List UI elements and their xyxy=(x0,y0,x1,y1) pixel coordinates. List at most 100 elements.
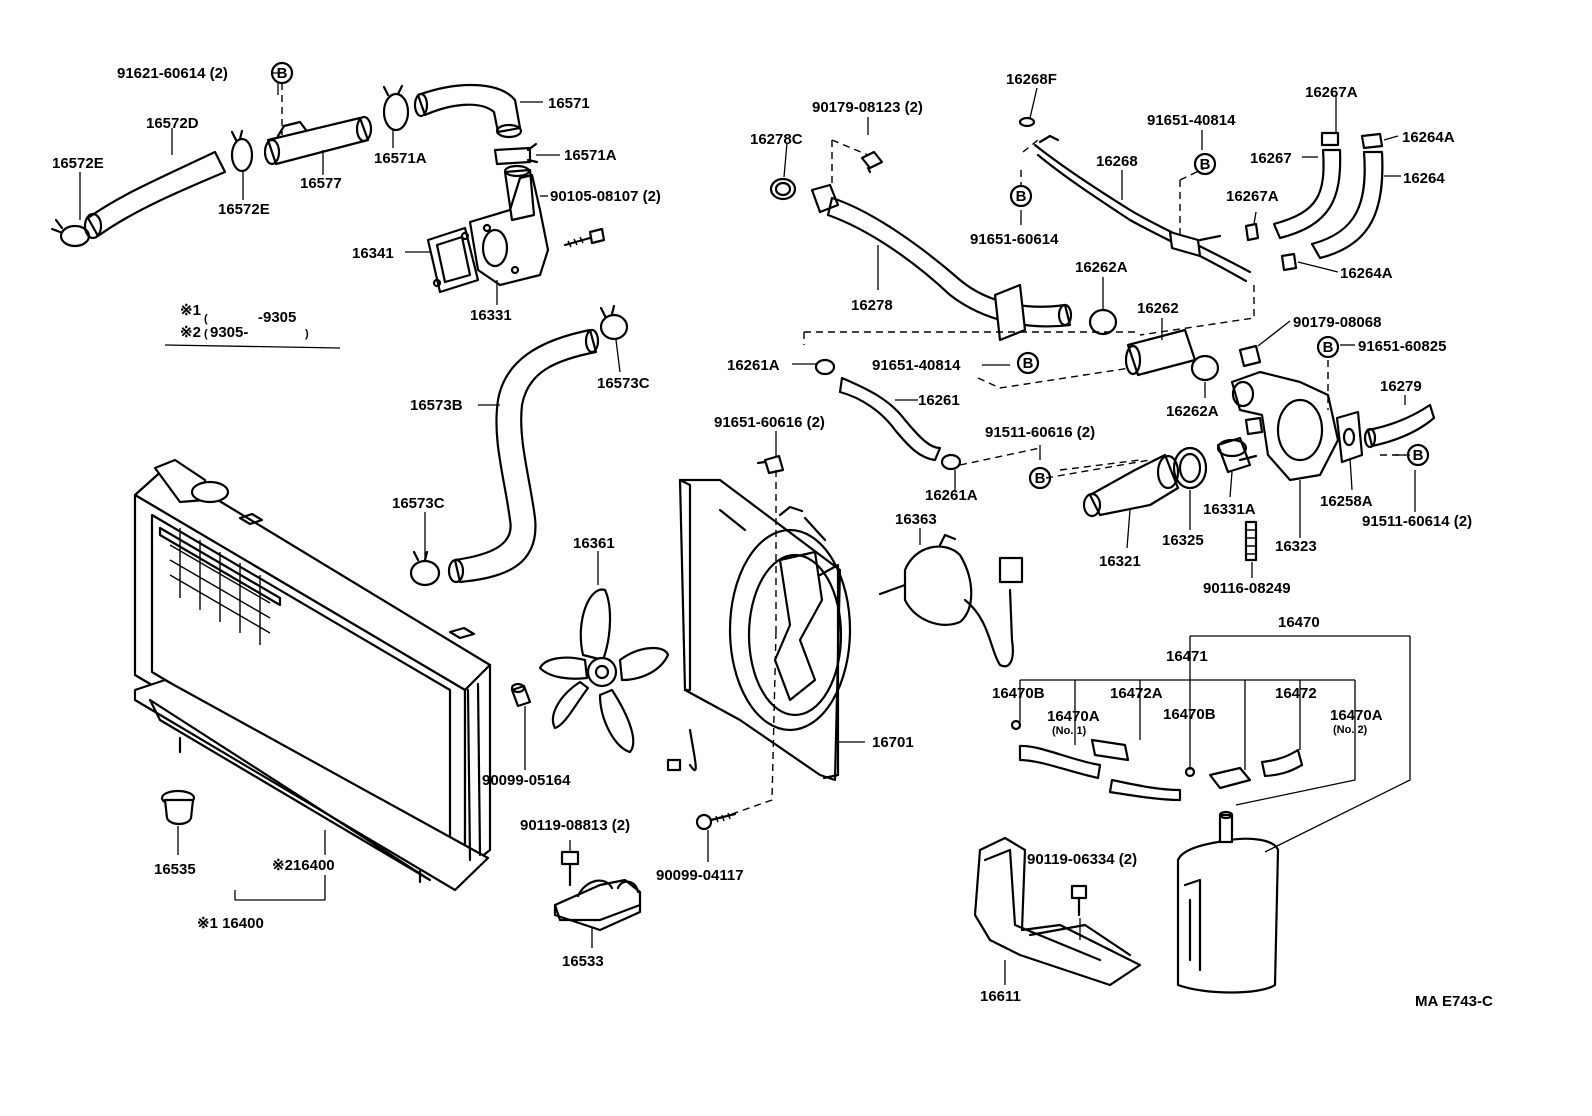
label-16470a-a: 16470A xyxy=(1047,708,1100,725)
label-16701: 16701 xyxy=(872,734,914,751)
water-inlet-16331 xyxy=(468,164,550,287)
svg-text:B: B xyxy=(1023,355,1034,372)
legend-range-1: -9305 xyxy=(258,309,296,326)
label-91651-40814-top: 91651-40814 xyxy=(1147,112,1236,129)
label-91651-60614: 91651-60614 xyxy=(970,231,1059,248)
label-16267a-mid: 16267A xyxy=(1226,188,1279,205)
label-16400-m2: ※216400 xyxy=(272,857,335,874)
clamp-16573c-top xyxy=(599,304,629,341)
nut-90179-08068 xyxy=(1238,344,1262,368)
svg-text:B: B xyxy=(277,65,288,82)
label-90179-08123: 90179-08123 (2) xyxy=(812,99,923,116)
label-16264: 16264 xyxy=(1403,170,1445,187)
label-91651-60825: 91651-60825 xyxy=(1358,338,1446,355)
cap-16470b xyxy=(1184,766,1252,790)
legend: ※1 ( -9305 ※2 ( 9305- ) xyxy=(180,302,309,341)
svg-text:B: B xyxy=(1200,156,1211,173)
svg-text:B: B xyxy=(1035,470,1046,487)
clamp-16262a-top xyxy=(1088,308,1118,336)
label-16258a: 16258A xyxy=(1320,493,1373,510)
circle-mark-b-3: B xyxy=(1009,184,1033,208)
label-16262a-bot: 16262A xyxy=(1166,403,1219,420)
label-16261: 16261 xyxy=(918,392,960,409)
clamp-16261a-bot xyxy=(940,453,962,471)
svg-text:B: B xyxy=(1016,188,1027,205)
circle-mark-b-2: B xyxy=(1193,152,1217,176)
label-16323: 16323 xyxy=(1275,538,1317,555)
label-90179-08068: 90179-08068 xyxy=(1293,314,1381,331)
label-90099-05164: 90099-05164 xyxy=(482,772,571,789)
inlet-16321 xyxy=(1082,453,1180,518)
label-16341: 16341 xyxy=(352,245,394,262)
stud-90116-08249 xyxy=(1244,520,1258,562)
label-91651-40814-mid: 91651-40814 xyxy=(872,357,961,374)
label-16573b: 16573B xyxy=(410,397,463,414)
label-16279: 16279 xyxy=(1380,378,1422,395)
label-16571a-a: 16571A xyxy=(374,150,427,167)
label-16262a-top: 16262A xyxy=(1075,259,1128,276)
clamp-16264a-bot xyxy=(1280,252,1298,272)
label-16571: 16571 xyxy=(548,95,590,112)
bracket-16611 xyxy=(973,836,1142,987)
circle-mark-b-4: B xyxy=(1316,335,1340,359)
label-16470b-a: 16470B xyxy=(992,685,1045,702)
circle-mark-b-5: B xyxy=(1016,351,1040,375)
clamp-16267a-mid xyxy=(1244,222,1260,242)
label-16361: 16361 xyxy=(573,535,615,552)
svg-text:(: ( xyxy=(204,328,208,340)
label-16278: 16278 xyxy=(851,297,893,314)
hose-16472 xyxy=(1260,748,1304,778)
cushion-16535 xyxy=(160,789,196,826)
clamp-16264a-top xyxy=(1360,132,1384,150)
hose-16261 xyxy=(838,376,942,462)
pipe-16278 xyxy=(810,183,1073,342)
label-16268f: 16268F xyxy=(1006,71,1057,88)
bolt-90119-08813 xyxy=(560,850,580,887)
fan-16361 xyxy=(538,588,670,754)
hose-16571 xyxy=(413,83,523,139)
gasket-16278c xyxy=(769,177,797,201)
bolt-90105-08107 xyxy=(563,227,606,248)
circle-mark-b-1: B xyxy=(270,61,294,85)
label-16331: 16331 xyxy=(470,307,512,324)
svg-text:(: ( xyxy=(204,313,208,325)
label-16472: 16472 xyxy=(1275,685,1317,702)
part-labels: 91621-60614 (2) 16571 16572D 16572E 1657… xyxy=(52,65,1472,1005)
label-16363: 16363 xyxy=(895,511,937,528)
gasket-16258a xyxy=(1335,410,1364,464)
label-16267a-top: 16267A xyxy=(1305,84,1358,101)
label-16262: 16262 xyxy=(1137,300,1179,317)
clamp-16571a-a xyxy=(382,84,410,132)
clamp-16262a-bot xyxy=(1190,354,1220,382)
label-16261a-bot: 16261A xyxy=(925,487,978,504)
label-16535: 16535 xyxy=(154,861,196,878)
label-90119-06334: 90119-06334 (2) xyxy=(1027,851,1137,868)
pipe-16279 xyxy=(1363,403,1436,449)
label-no1: (No. 1) xyxy=(1052,725,1087,737)
pipe-16268 xyxy=(1033,134,1252,283)
legend-mark-1: ※1 xyxy=(180,302,201,319)
label-91651-60616: 91651-60616 (2) xyxy=(714,414,825,431)
label-90099-04117: 90099-04117 xyxy=(656,867,744,884)
label-16572d: 16572D xyxy=(146,115,199,132)
reserve-tank-16470 xyxy=(1176,810,1280,994)
label-16572e-mid: 16572E xyxy=(218,201,270,218)
label-16400-m1: ※1 16400 xyxy=(197,915,264,932)
label-16573c-top: 16573C xyxy=(597,375,650,392)
label-16573c-bot: 16573C xyxy=(392,495,445,512)
gasket-16341 xyxy=(426,226,480,294)
legend-mark-2: ※2 xyxy=(180,324,201,341)
gasket-16268f xyxy=(1018,116,1036,128)
label-16268: 16268 xyxy=(1096,153,1138,170)
label-16572e-left: 16572E xyxy=(52,155,104,172)
svg-text:B: B xyxy=(1413,447,1424,464)
hose-16262 xyxy=(1124,328,1197,377)
pipe-16577 xyxy=(263,115,373,166)
label-91621-60614: 91621-60614 (2) xyxy=(117,65,228,82)
leader-lines xyxy=(79,72,1416,985)
nut-90099-05164 xyxy=(510,682,532,708)
label-90119-08813: 90119-08813 (2) xyxy=(520,817,630,834)
label-90105-08107: 90105-08107 (2) xyxy=(550,188,661,205)
clamp-16261a-top xyxy=(814,358,836,376)
legend-range-2: 9305- xyxy=(210,324,248,341)
